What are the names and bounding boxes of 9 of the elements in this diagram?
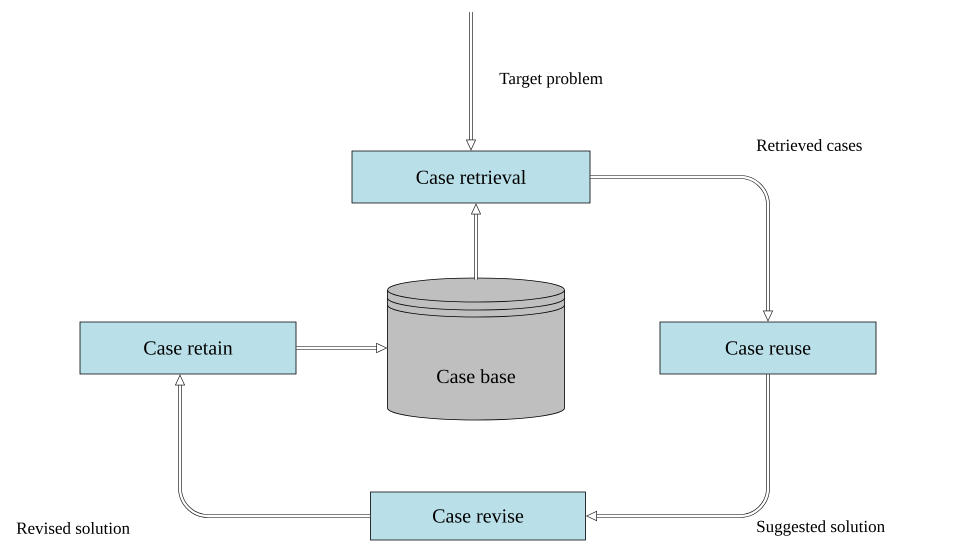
- process-box: Case revise: [370, 492, 586, 540]
- edge-label: Target problem: [500, 72, 603, 88]
- edge-label: Suggested solution: [757, 520, 885, 536]
- edge-label: Revised solution: [16, 522, 130, 534]
- edge-label: Retrieved cases: [756, 139, 862, 151]
- process-box: Case retrieval: [352, 150, 590, 204]
- cylinder: Case base: [387, 278, 565, 420]
- process-box: Case reuse: [660, 322, 876, 374]
- process-box: Case retain: [80, 322, 296, 374]
